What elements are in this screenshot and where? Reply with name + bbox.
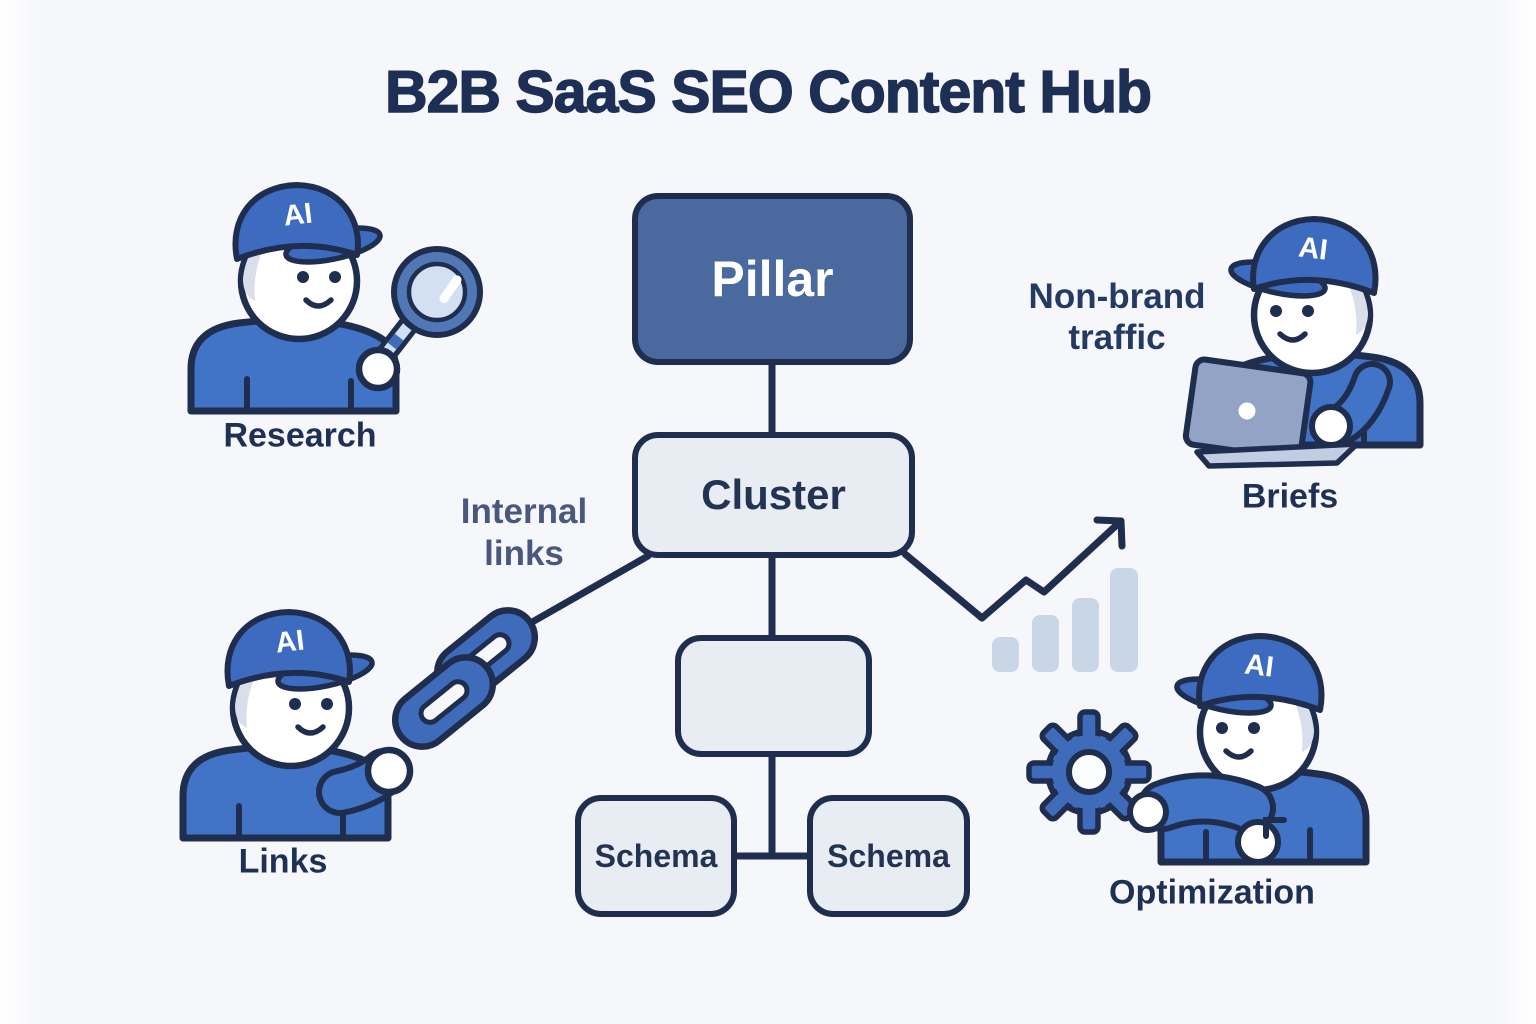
cap-ai-label: AI bbox=[274, 624, 307, 659]
optimization-character: AI bbox=[1026, 636, 1366, 862]
research-label: Research bbox=[223, 416, 377, 455]
links-character: AI bbox=[183, 612, 414, 838]
pillar-node: Pillar bbox=[632, 193, 913, 365]
connector-lines bbox=[523, 346, 986, 860]
schema-left-node-label: Schema bbox=[594, 837, 718, 874]
non-brand-line1: Non-brand bbox=[1028, 277, 1206, 316]
page-title: B2B SaaS SEO Content Hub bbox=[384, 58, 1152, 125]
laptop-icon bbox=[1182, 356, 1360, 469]
briefs-character: AI bbox=[1182, 219, 1420, 469]
growth-arrow-icon bbox=[978, 516, 1126, 622]
cap-ai-label: AI bbox=[282, 197, 315, 232]
gear-icon bbox=[1026, 709, 1152, 835]
internal-links-annotation: Internal links bbox=[461, 491, 587, 575]
cap-ai-label: AI bbox=[1297, 231, 1330, 266]
briefs-label: Briefs bbox=[1241, 477, 1339, 516]
content-node bbox=[675, 635, 872, 757]
chain-link-icon bbox=[391, 607, 539, 750]
schema-right-node-label: Schema bbox=[827, 837, 950, 874]
cluster-node: Cluster bbox=[632, 432, 915, 558]
schema-right-node: Schema bbox=[807, 795, 970, 917]
non-brand-line2: traffic bbox=[1068, 318, 1166, 357]
magnifying-glass-icon bbox=[355, 246, 483, 392]
bar-chart-icon bbox=[992, 568, 1138, 672]
research-character: AI bbox=[191, 185, 483, 411]
non-brand-traffic-annotation: Non-brand traffic bbox=[1029, 276, 1206, 358]
internal-links-line2: links bbox=[484, 534, 564, 573]
cluster-node-label: Cluster bbox=[701, 471, 846, 518]
internal-links-line1: Internal bbox=[460, 492, 588, 531]
pillar-node-label: Pillar bbox=[711, 251, 834, 307]
links-label: Links bbox=[238, 842, 328, 881]
optimization-label: Optimization bbox=[1109, 873, 1315, 912]
schema-left-node: Schema bbox=[575, 795, 737, 917]
cap-ai-label: AI bbox=[1243, 648, 1276, 683]
